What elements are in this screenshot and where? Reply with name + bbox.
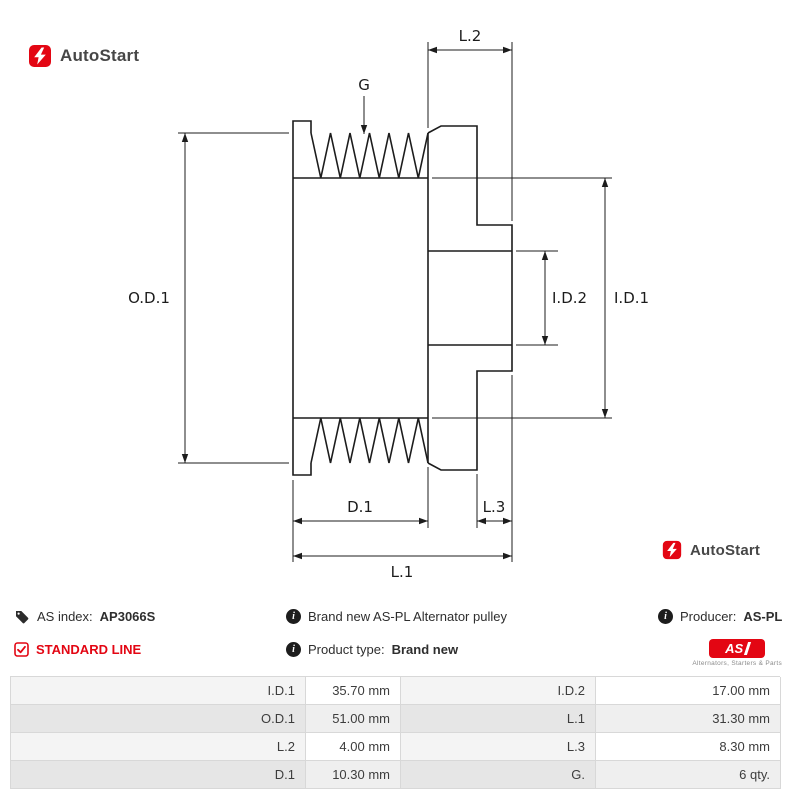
autostart-bolt-icon: [662, 540, 682, 560]
table-row: O.D.1 51.00 mm L.1 31.30 mm: [11, 705, 781, 733]
spec-value: 17.00 mm: [596, 677, 781, 705]
spec-label: D.1: [11, 761, 306, 789]
aspl-logo-line: AS Alternators, Starters & Parts: [658, 633, 790, 673]
spec-value: 35.70 mm: [306, 677, 401, 705]
as-index-line: AS index: AP3066S: [14, 600, 286, 633]
autostart-logo-top: AutoStart: [28, 44, 139, 68]
spec-value: 51.00 mm: [306, 705, 401, 733]
producer-label: Producer:: [680, 609, 737, 624]
spec-label: G.: [401, 761, 596, 789]
hub-outline: [427, 125, 513, 471]
product-info: AS index: AP3066S STANDARD LINE i Brand …: [0, 600, 790, 673]
aspl-tagline: Alternators, Starters & Parts: [692, 660, 782, 667]
product-type-label: Product type:: [308, 642, 385, 657]
groove-profile-bottom: [310, 417, 429, 464]
producer-value: AS-PL: [743, 609, 783, 624]
spec-value: 8.30 mm: [596, 733, 781, 761]
spec-label: O.D.1: [11, 705, 306, 733]
info-column-right: i Producer: AS-PL AS Alternators, Starte…: [658, 600, 790, 673]
info-icon: i: [286, 609, 301, 624]
table-row: L.2 4.00 mm L.3 8.30 mm: [11, 733, 781, 761]
spec-value: 4.00 mm: [306, 733, 401, 761]
autostart-bolt-icon: [29, 45, 51, 67]
aspl-slash-icon: [744, 642, 752, 655]
pulley-outline: [292, 120, 513, 476]
autostart-logo-text: AutoStart: [60, 46, 140, 65]
info-icon: i: [286, 642, 301, 657]
standard-line-row: STANDARD LINE: [14, 633, 286, 666]
aspl-badge-text: AS: [725, 641, 744, 656]
aspl-badge-icon: AS: [709, 639, 766, 658]
spec-label: I.D.2: [401, 677, 596, 705]
info-column-center: i Brand new AS-PL Alternator pulley i Pr…: [286, 600, 658, 673]
dim-label-d1: D.1: [347, 498, 373, 516]
info-icon: i: [658, 609, 673, 624]
spec-label: I.D.1: [11, 677, 306, 705]
dim-label-g: G: [358, 76, 370, 94]
spec-label: L.2: [11, 733, 306, 761]
dim-label-od1: O.D.1: [128, 289, 170, 307]
autostart-logo-bottom: AutoStart: [662, 540, 760, 560]
spec-table: I.D.1 35.70 mm I.D.2 17.00 mm O.D.1 51.0…: [10, 676, 781, 789]
groove-profile-top: [310, 132, 429, 179]
autostart-logo-text: AutoStart: [690, 541, 761, 559]
product-type-line: i Product type: Brand new: [286, 633, 658, 666]
description-line: i Brand new AS-PL Alternator pulley: [286, 600, 658, 633]
product-description: Brand new AS-PL Alternator pulley: [308, 609, 507, 624]
dim-label-id1: I.D.1: [614, 289, 649, 307]
checkbox-check-icon: [14, 642, 29, 657]
technical-drawing: L.2 G O.D.1 I.D.2 I.D.1 D.1 L.3 L.1: [128, 27, 649, 581]
spec-label: L.1: [401, 705, 596, 733]
table-row: I.D.1 35.70 mm I.D.2 17.00 mm: [11, 677, 781, 705]
info-column-left: AS index: AP3066S STANDARD LINE: [14, 600, 286, 673]
producer-line: i Producer: AS-PL: [658, 600, 790, 633]
tags-icon: [16, 610, 29, 623]
spec-label: L.3: [401, 733, 596, 761]
dim-label-l2: L.2: [459, 27, 482, 45]
standard-line-label: STANDARD LINE: [36, 642, 142, 657]
dimension-lines: [178, 42, 612, 562]
as-index-value: AP3066S: [99, 609, 156, 624]
spec-value: 10.30 mm: [306, 761, 401, 789]
spec-value: 6 qty.: [596, 761, 781, 789]
product-type-value: Brand new: [391, 642, 459, 657]
aspl-logo: AS Alternators, Starters & Parts: [692, 639, 782, 667]
spec-value: 31.30 mm: [596, 705, 781, 733]
table-row: D.1 10.30 mm G. 6 qty.: [11, 761, 781, 789]
as-index-label: AS index:: [37, 609, 93, 624]
dim-label-l3: L.3: [483, 498, 506, 516]
dim-label-id2: I.D.2: [552, 289, 587, 307]
dim-label-l1: L.1: [391, 563, 414, 581]
